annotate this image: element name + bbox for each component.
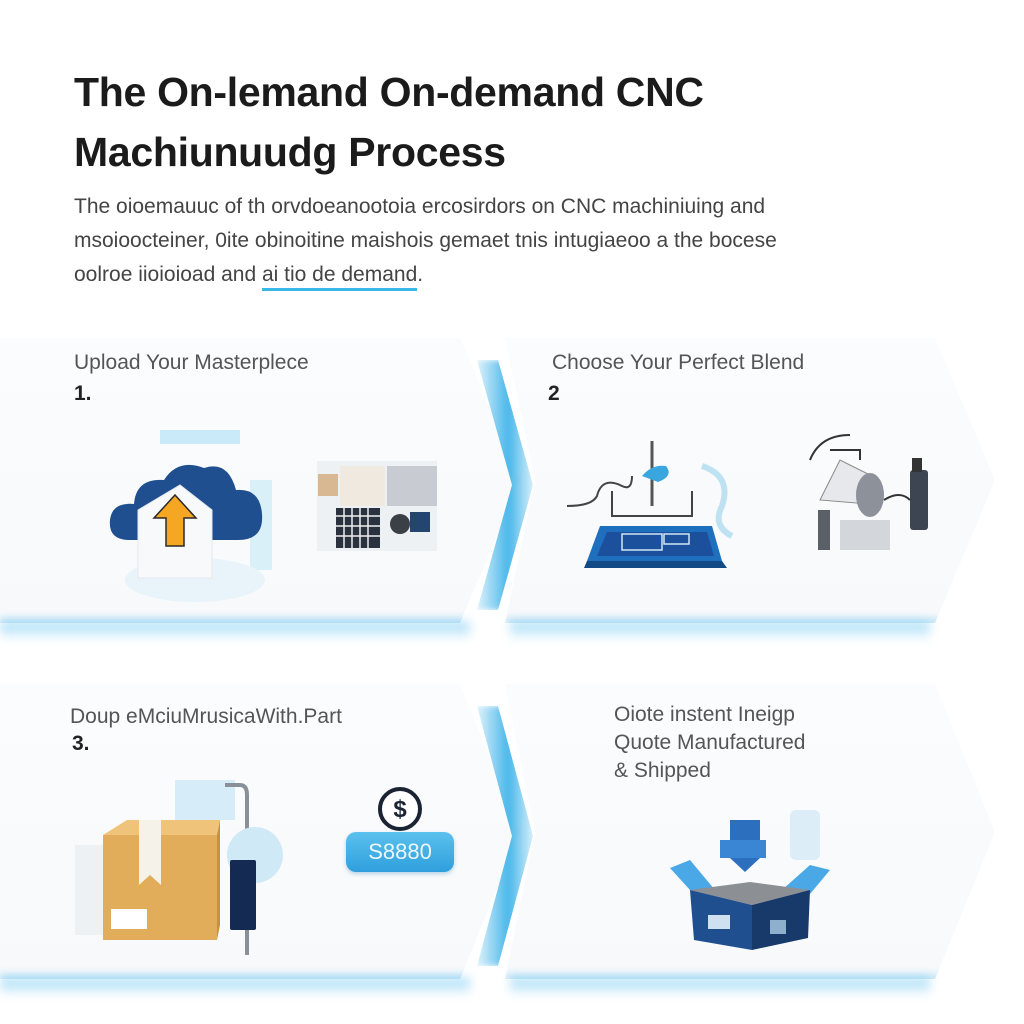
intro-end: . xyxy=(417,263,424,286)
cad-drawing-icon xyxy=(317,461,437,551)
card-3-bottom-glow xyxy=(0,978,470,996)
card-1-bottom-glow xyxy=(0,622,470,640)
step-4-title-line-1: Oiote instent Ineigp xyxy=(614,703,795,726)
svg-text:$: $ xyxy=(393,796,407,823)
package-box-icon xyxy=(75,780,283,955)
step-4-title-line-2: Quote Manufactured xyxy=(614,731,806,754)
page-title: The On-lemand On-demand CNC Machiunuudg … xyxy=(74,69,704,175)
intro-link[interactable]: ai tio de demand xyxy=(261,263,418,291)
cloud-upload-icon xyxy=(109,430,272,602)
step-1-number: 1. xyxy=(74,382,92,405)
step-4-title-line-3: & Shipped xyxy=(614,759,711,782)
intro-text: The oioemauuc of th orvdoeanootoia ercos… xyxy=(74,195,777,286)
dollar-coin-icon: $ xyxy=(378,787,422,831)
shipping-box-icon xyxy=(670,810,830,950)
step-3-title: Doup eMciuMrusicaWith.Part xyxy=(70,705,342,728)
machining-equipment-icon xyxy=(809,434,928,550)
step-2-title: Choose Your Perfect Blend xyxy=(552,351,805,374)
cnc-machine-icon xyxy=(566,441,734,568)
step-2-number: 2 xyxy=(548,382,560,405)
intro-paragraph: The oioemauuc of th orvdoeanootoia ercos… xyxy=(74,190,814,292)
card-2-bottom-glow xyxy=(510,622,930,640)
step-3-number: 3. xyxy=(72,732,90,755)
price-tag: S8880 xyxy=(346,832,454,872)
step-1-title: Upload Your Masterplece xyxy=(74,351,309,374)
card-4-bottom-glow xyxy=(510,978,930,996)
